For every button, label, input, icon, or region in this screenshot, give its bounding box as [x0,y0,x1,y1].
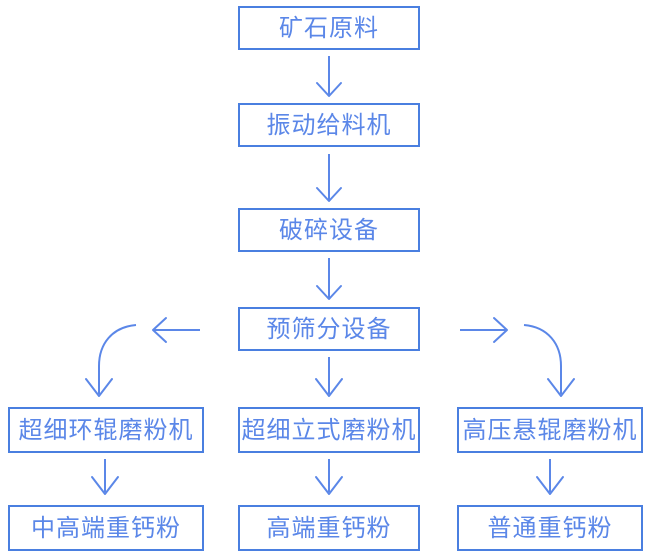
node-high-end-heavy-calcium-powder[interactable]: 高端重钙粉 [238,505,420,551]
node-high-pressure-suspension-roller-mill[interactable]: 高压悬辊磨粉机 [457,407,643,453]
node-vibrating-feeder[interactable]: 振动给料机 [238,103,420,147]
arrow-feeder-to-crusher [316,154,342,202]
node-mid-high-end-heavy-calcium-powder[interactable]: 中高端重钙粉 [8,505,204,551]
node-ultrafine-ring-roller-mill[interactable]: 超细环辊磨粉机 [8,407,204,453]
arrow-suspension-roller-to-ordinary [536,459,564,495]
node-crushing-equipment[interactable]: 破碎设备 [238,208,420,252]
node-raw-ore[interactable]: 矿石原料 [238,6,420,50]
arrow-crusher-to-prescreen [316,258,342,300]
node-ordinary-heavy-calcium-powder[interactable]: 普通重钙粉 [457,505,643,551]
node-pre-screening-equipment[interactable]: 预筛分设备 [238,307,420,351]
arrow-prescreen-to-left-branch [152,317,200,343]
arrow-prescreen-to-vertical-mill [315,357,343,397]
node-ultrafine-vertical-mill[interactable]: 超细立式磨粉机 [238,407,420,453]
arrow-raw-ore-to-feeder [316,56,342,97]
arrow-ring-roller-to-mid-high-end [91,459,119,495]
arrow-left-branch-curve-down [85,324,137,397]
arrow-prescreen-to-right-branch [460,317,508,343]
arrow-vertical-mill-to-high-end [315,459,343,495]
arrow-right-branch-curve-down [523,324,575,397]
